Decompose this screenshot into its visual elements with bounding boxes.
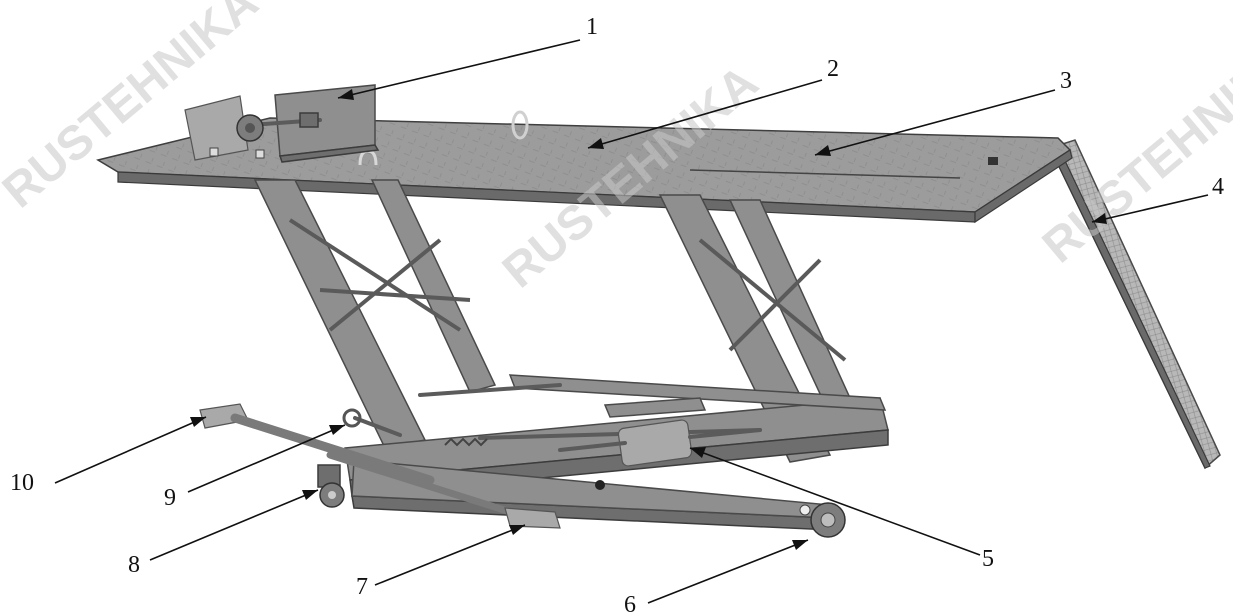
callout-label-8: 8 bbox=[128, 552, 140, 578]
callout-label-5: 5 bbox=[982, 546, 994, 572]
callout-label-3: 3 bbox=[1060, 68, 1072, 94]
arrowhead-8 bbox=[302, 490, 318, 500]
callout-label-2: 2 bbox=[827, 56, 839, 82]
lift-illustration bbox=[96, 84, 1221, 538]
release-pedal bbox=[326, 451, 561, 529]
return-spring bbox=[444, 437, 488, 447]
leader-line-6 bbox=[647, 539, 809, 604]
wheel-clamp bbox=[184, 84, 380, 163]
leader-line-10 bbox=[54, 416, 207, 484]
arrowhead-6 bbox=[792, 540, 808, 550]
leader-line-3 bbox=[814, 89, 1056, 156]
leader-line-4 bbox=[1091, 194, 1209, 223]
locking-pin bbox=[342, 408, 402, 437]
leader-line-5 bbox=[689, 447, 981, 556]
left-scissor bbox=[253, 179, 497, 449]
callout-label-10: 10 bbox=[10, 470, 34, 496]
leader-line-1 bbox=[337, 39, 581, 99]
callout-label-7: 7 bbox=[356, 574, 368, 600]
callout-labels: 1 2 3 4 5 6 7 8 9 10 bbox=[10, 14, 1224, 613]
arrowhead-5 bbox=[690, 447, 706, 458]
hydraulic-cylinder bbox=[558, 397, 762, 467]
leader-line-7 bbox=[374, 524, 526, 586]
callout-label-6: 6 bbox=[624, 592, 636, 613]
arrowhead-1 bbox=[338, 89, 354, 100]
base-frame bbox=[344, 374, 889, 531]
callout-label-9: 9 bbox=[164, 485, 176, 511]
arrowhead-10 bbox=[190, 417, 206, 427]
leader-line-9 bbox=[187, 424, 346, 493]
arrowhead-3 bbox=[815, 145, 831, 156]
rear-wheel bbox=[799, 502, 846, 538]
arrowhead-7 bbox=[509, 525, 525, 535]
front-caster bbox=[317, 464, 345, 508]
callout-label-1: 1 bbox=[586, 14, 598, 40]
leader-line-2 bbox=[587, 79, 823, 149]
callout-label-4: 4 bbox=[1212, 174, 1224, 200]
arrowhead-2 bbox=[588, 138, 604, 149]
arrowhead-9 bbox=[329, 425, 345, 435]
arrowhead-4 bbox=[1092, 213, 1107, 224]
leader-lines bbox=[54, 39, 1209, 604]
lift-pedal bbox=[199, 403, 435, 485]
leader-line-8 bbox=[149, 489, 319, 561]
